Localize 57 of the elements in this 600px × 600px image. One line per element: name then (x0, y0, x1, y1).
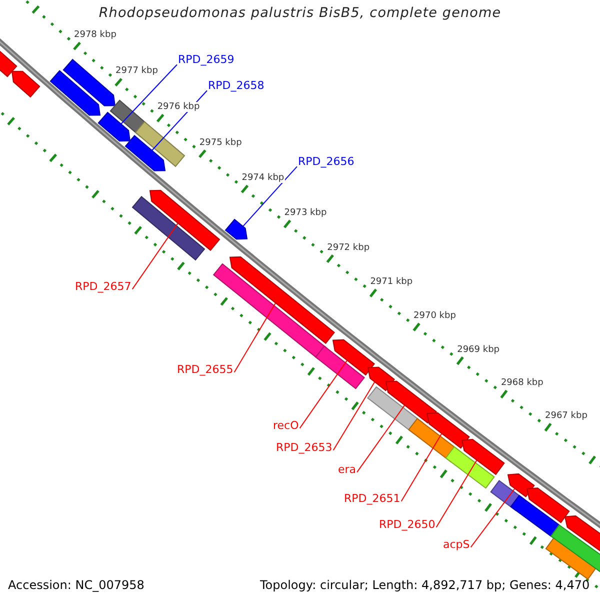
gene-feature (212, 263, 327, 360)
gene-feature (315, 345, 365, 390)
gene-label: RPD_2658 (208, 80, 264, 93)
tick-label: 2978 kbp (73, 30, 118, 40)
gene-label: RPD_2657 (75, 281, 132, 294)
gene-feature (149, 190, 220, 251)
leader-line (470, 488, 516, 548)
tick-label: 2968 kbp (500, 378, 544, 388)
gene-feature (62, 58, 116, 106)
gene-feature (132, 196, 206, 261)
tick-label: 2967 kbp (544, 411, 588, 422)
gene-feature (507, 473, 535, 498)
gene-feature (367, 366, 395, 392)
gene-feature (11, 70, 40, 98)
gene-label: RPD_2656 (298, 156, 354, 169)
gene-feature (50, 70, 101, 116)
gene-feature (510, 494, 560, 537)
tick-label: 2975 kbp (198, 138, 243, 148)
gene-feature (229, 256, 335, 344)
gene-label: RPD_2653 (276, 442, 332, 455)
leader-line (299, 360, 348, 429)
gene-feature (445, 446, 495, 489)
leader-line (120, 64, 178, 124)
leader-line (356, 404, 406, 473)
leader-line (400, 433, 442, 502)
gene-label: RPD_2655 (177, 364, 234, 377)
tick-label: 2972 kbp (326, 242, 371, 253)
leader-line (332, 381, 376, 451)
gene-label: era (338, 464, 356, 477)
tick-label: 2970 kbp (412, 311, 457, 322)
gene-feature (98, 112, 131, 142)
tick-label: 2976 kbp (156, 102, 201, 112)
accession-label: Accession: NC_007958 (8, 579, 144, 593)
leader-line (234, 302, 276, 373)
gene-feature (385, 380, 437, 424)
gene-feature (332, 339, 375, 376)
tick-label: 2973 kbp (283, 208, 328, 218)
gene-feature (426, 412, 470, 449)
gene-feature (124, 134, 166, 172)
gene-label: RPD_2651 (344, 493, 400, 506)
genome-info-label: Topology: circular; Length: 4,892,717 bp; Genes: 4,470 (260, 579, 590, 593)
gene-label: acpS (443, 539, 470, 552)
gene-feature (461, 438, 505, 476)
gene-feature (224, 218, 248, 240)
gene-label: RPD_2659 (178, 54, 234, 67)
map-title: Rhodopseudomonas palustris BisB5, complete genome (98, 6, 502, 22)
tick-label: 2969 kbp (456, 344, 501, 356)
tick-label: 2977 kbp (114, 66, 159, 77)
gene-label: recO (273, 420, 299, 433)
gene-label: RPD_2650 (379, 519, 436, 532)
leader-line (242, 166, 298, 227)
leader-line (132, 222, 178, 290)
gene-feature (134, 121, 186, 168)
leader-line (436, 460, 478, 528)
tick-label: 2971 kbp (369, 276, 414, 288)
tick-label: 2974 kbp (240, 173, 286, 184)
gene-feature (526, 487, 570, 524)
